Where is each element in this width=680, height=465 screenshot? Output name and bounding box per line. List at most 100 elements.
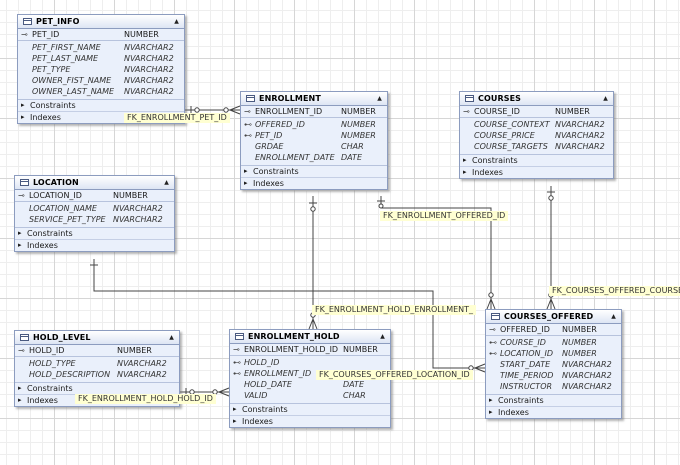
table-header[interactable]: ENROLLMENT_HOLD ▲ — [230, 330, 390, 344]
fk-label-courses-offered-location-id[interactable]: FK_COURSES_OFFERED_LOCATION_ID — [316, 370, 473, 380]
collapse-triangle-icon[interactable]: ▲ — [164, 179, 169, 186]
table-header[interactable]: ENROLLMENT ▲ — [241, 92, 387, 106]
column-type: CHAR — [343, 391, 366, 400]
column-row[interactable]: ⊷ENROLLMENT_ID — [230, 368, 390, 379]
constraints-section[interactable]: ▸Constraints — [18, 100, 184, 112]
indexes-section[interactable]: ▸Indexes — [230, 416, 390, 427]
table-header[interactable]: COURSES_OFFERED ▲ — [486, 310, 621, 324]
pk-column-row[interactable]: ⊸ LOCATION_ID NUMBER — [15, 190, 174, 202]
collapse-triangle-icon[interactable]: ▲ — [174, 18, 179, 25]
expand-arrow-icon[interactable]: ▸ — [489, 396, 493, 404]
indexes-section[interactable]: ▸Indexes — [15, 395, 179, 406]
pk-column-row[interactable]: ⊸ HOLD_ID NUMBER — [15, 345, 179, 357]
collapse-triangle-icon[interactable]: ▲ — [603, 95, 608, 102]
collapse-triangle-icon[interactable]: ▲ — [611, 313, 616, 320]
expand-arrow-icon[interactable]: ▸ — [18, 229, 22, 237]
table-enrollment[interactable]: ENROLLMENT ▲ ⊸ ENROLLMENT_ID NUMBER ⊷OFF… — [240, 91, 388, 190]
table-courses-offered[interactable]: COURSES_OFFERED ▲ ⊸ OFFERED_ID NUMBER ⊷C… — [485, 309, 622, 419]
constraints-section[interactable]: ▸Constraints — [460, 155, 613, 167]
table-header[interactable]: HOLD_LEVEL ▲ — [15, 331, 179, 345]
indexes-section[interactable]: ▸Indexes — [486, 407, 621, 418]
pk-column-row[interactable]: ⊸ COURSE_ID NUMBER — [460, 106, 613, 118]
fk-label-enrollment-pet-id[interactable]: FK_ENROLLMENT_PET_ID — [124, 113, 230, 123]
primary-key-icon: ⊸ — [489, 325, 496, 334]
table-header[interactable]: LOCATION ▲ — [15, 176, 174, 190]
column-type: NVARCHAR2 — [113, 204, 163, 213]
expand-arrow-icon[interactable]: ▸ — [18, 384, 22, 392]
primary-key-icon: ⊸ — [18, 346, 25, 355]
indexes-section[interactable]: ▸Indexes — [241, 178, 387, 189]
foreign-key-icon: ⊷ — [244, 131, 252, 140]
expand-arrow-icon[interactable]: ▸ — [463, 156, 467, 164]
fk-label-courses-offered-courses[interactable]: FK_COURSES_OFFERED_COURSES — [549, 286, 680, 296]
expand-arrow-icon[interactable]: ▸ — [489, 408, 493, 416]
expand-arrow-icon[interactable]: ▸ — [233, 405, 237, 413]
primary-key-icon: ⊸ — [463, 107, 470, 116]
expand-arrow-icon[interactable]: ▸ — [463, 168, 467, 176]
table-name: PET_INFO — [36, 17, 80, 26]
expand-arrow-icon[interactable]: ▸ — [233, 417, 237, 425]
table-header[interactable]: COURSES ▲ — [460, 92, 613, 106]
pk-column-row[interactable]: ⊸ ENROLLMENT_HOLD_ID NUMBER — [230, 344, 390, 356]
pk-column-row[interactable]: ⊸ ENROLLMENT_ID NUMBER — [241, 106, 387, 118]
column-name: LOCATION_ID — [500, 349, 554, 358]
indexes-section[interactable]: ▸Indexes — [460, 167, 613, 178]
expand-arrow-icon[interactable]: ▸ — [21, 101, 25, 109]
table-icon — [23, 18, 32, 25]
table-courses[interactable]: COURSES ▲ ⊸ COURSE_ID NUMBER COURSE_CONT… — [459, 91, 614, 179]
constraints-section[interactable]: ▸Constraints — [241, 166, 387, 178]
expand-arrow-icon[interactable]: ▸ — [244, 167, 248, 175]
pk-column-row[interactable]: ⊸ OFFERED_ID NUMBER — [486, 324, 621, 336]
column-name: INSTRUCTOR — [500, 382, 553, 391]
collapse-triangle-icon[interactable]: ▲ — [377, 95, 382, 102]
constraints-section[interactable]: ▸Constraints — [230, 404, 390, 416]
collapse-triangle-icon[interactable]: ▲ — [380, 333, 385, 340]
fk-label-enrollment-offered-id[interactable]: FK_ENROLLMENT_OFFERED_ID — [380, 211, 509, 221]
expand-arrow-icon[interactable]: ▸ — [18, 396, 22, 404]
table-pet-info[interactable]: PET_INFO ▲ ⊸ PET_ID NUMBER PET_FIRST_NAM… — [17, 14, 185, 124]
column-type: NVARCHAR2 — [562, 360, 612, 369]
expand-arrow-icon[interactable]: ▸ — [18, 241, 22, 249]
table-location[interactable]: LOCATION ▲ ⊸ LOCATION_ID NUMBER LOCATION… — [14, 175, 175, 252]
indexes-section[interactable]: ▸Indexes — [18, 112, 184, 123]
column-row[interactable]: ⊷HOLD_ID — [230, 357, 390, 368]
column-type: NVARCHAR2 — [117, 359, 167, 368]
collapse-triangle-icon[interactable]: ▲ — [169, 334, 174, 341]
table-name: ENROLLMENT_HOLD — [248, 332, 340, 341]
constraints-section[interactable]: ▸Constraints — [15, 228, 174, 240]
table-name: COURSES_OFFERED — [504, 312, 594, 321]
fk-label-enrollment-hold-hold-id[interactable]: FK_ENROLLMENT_HOLD_HOLD_ID — [75, 394, 216, 404]
indexes-section[interactable]: ▸Indexes — [15, 240, 174, 251]
constraints-section[interactable]: ▸Constraints — [486, 395, 621, 407]
expand-arrow-icon[interactable]: ▸ — [21, 113, 25, 121]
fk-label-enrollment-hold-enrollment[interactable]: FK_ENROLLMENT_HOLD_ENROLLMENT_ — [312, 305, 477, 315]
pk-column-row[interactable]: ⊸ PET_ID NUMBER — [18, 29, 184, 41]
table-header[interactable]: PET_INFO ▲ — [18, 15, 184, 29]
expand-arrow-icon[interactable]: ▸ — [244, 179, 248, 187]
